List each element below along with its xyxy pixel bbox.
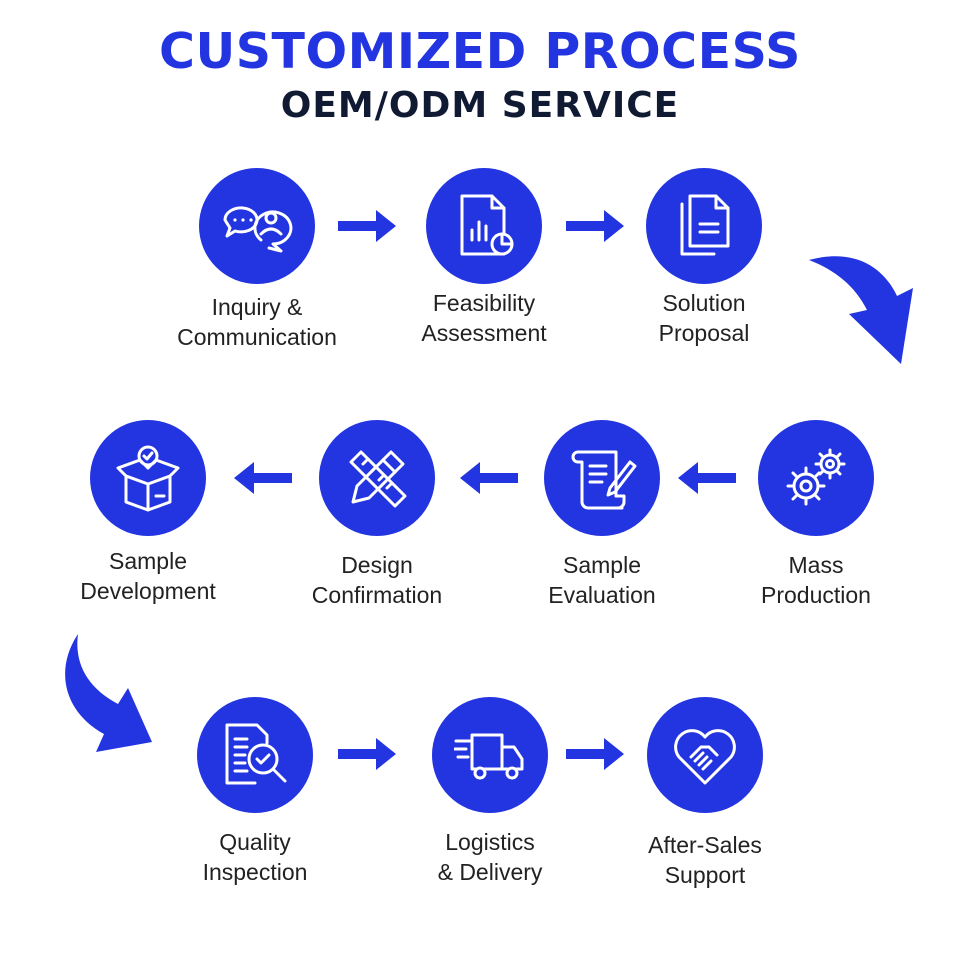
step-circle	[426, 168, 542, 284]
step-label-line1: Design	[341, 552, 413, 578]
gears-icon	[786, 448, 846, 506]
arrow-right-icon	[566, 210, 624, 242]
step-label-line1: After-Sales	[648, 832, 762, 858]
step-circle	[90, 420, 206, 536]
arrow-right-icon	[566, 738, 624, 770]
step-circle	[646, 168, 762, 284]
scroll-pen-icon	[571, 450, 637, 510]
document-magnifier-icon	[225, 723, 287, 785]
arrow-left-icon	[460, 462, 518, 494]
step-circle	[432, 697, 548, 813]
step-label-line1: Sample	[563, 552, 641, 578]
step-circle	[197, 697, 313, 813]
delivery-truck-icon	[454, 733, 524, 780]
page-subtitle: OEM/ODM SERVICE	[280, 85, 680, 126]
step-label-line1: Solution	[662, 290, 746, 316]
step-label-line2: Proposal	[658, 320, 750, 346]
report-chart-icon	[460, 194, 514, 256]
step-label-line1: Sample	[109, 548, 187, 574]
documents-icon	[680, 194, 730, 256]
chat-user-icon	[223, 206, 293, 253]
step-label-line1: Inquiry &	[211, 294, 303, 320]
step-label-line2: Support	[664, 862, 746, 888]
step-label-line2: Confirmation	[311, 582, 443, 608]
step-label-line1: Mass	[788, 552, 844, 578]
step-label-line2: & Delivery	[437, 859, 543, 885]
open-box-check-icon	[116, 445, 180, 512]
step-label-line2: Production	[761, 582, 871, 608]
step-circle	[758, 420, 874, 536]
pencil-ruler-icon	[349, 450, 407, 508]
page-title: CUSTOMIZED PROCESS	[159, 23, 801, 80]
step-label-line2: Communication	[177, 324, 337, 350]
step-circle	[647, 697, 763, 813]
curved-arrow-down-icon	[65, 634, 152, 752]
step-label-line2: Evaluation	[548, 582, 656, 608]
step-circle	[319, 420, 435, 536]
step-circle	[544, 420, 660, 536]
arrow-left-icon	[234, 462, 292, 494]
step-circle	[199, 168, 315, 284]
arrow-left-icon	[678, 462, 736, 494]
step-label-line2: Development	[80, 578, 216, 604]
step-label-line2: Assessment	[421, 320, 547, 346]
step-label-line1: Quality	[219, 829, 291, 855]
curved-arrow-down-icon	[809, 256, 913, 364]
step-label-line2: Inspection	[202, 859, 308, 885]
step-label-line1: Logistics	[445, 829, 535, 855]
step-label-line1: Feasibility	[432, 290, 536, 316]
arrow-right-icon	[338, 210, 396, 242]
handshake-heart-icon	[674, 729, 736, 785]
arrow-right-icon	[338, 738, 396, 770]
